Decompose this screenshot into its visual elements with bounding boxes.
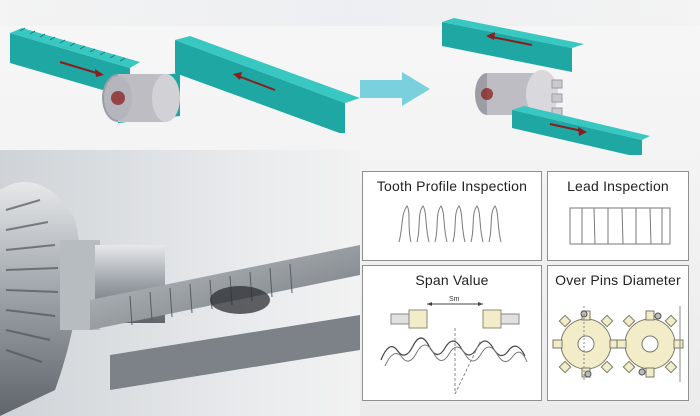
panel-title: Over Pins Diameter [555,272,681,288]
span-value-diagram: Sm [380,296,528,395]
lead-inspection-panel: Lead Inspection [547,171,689,261]
lead-trace [569,207,671,245]
over-pins-diameter-panel: Over Pins Diameter [547,265,689,401]
span-value-panel: Span Value Sm [362,265,542,401]
rack-gear-illustration-left [10,27,360,133]
panel-title: Tooth Profile Inspection [376,178,528,194]
tooth-profile-trace [398,205,502,243]
tooth-profile-inspection-panel: Tooth Profile Inspection [362,171,542,261]
panel-title: Span Value [415,272,489,288]
background-strip [0,0,700,26]
right-arrow-icon [360,72,430,106]
rack-gear-illustration-right [442,18,650,155]
sm-label: Sm [449,296,460,303]
panel-title: Lead Inspection [567,178,669,194]
over-pins-diagram [552,306,684,382]
gear-closeup-photo [0,150,360,416]
